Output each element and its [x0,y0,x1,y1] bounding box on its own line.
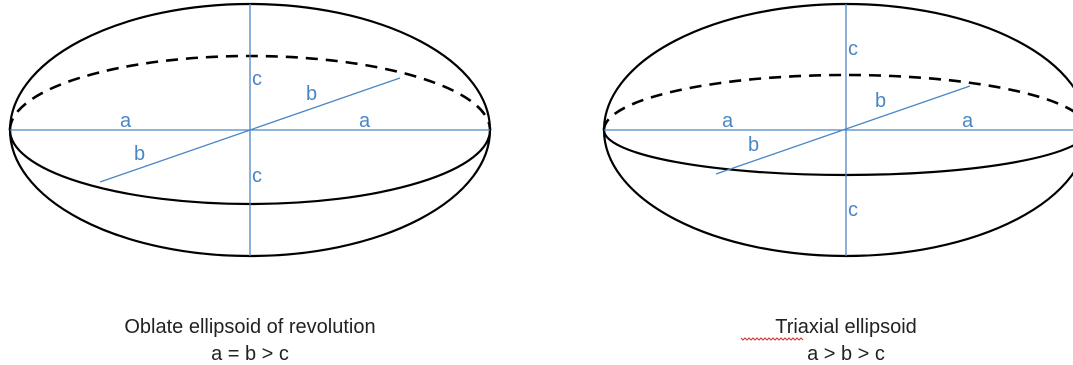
oblate-label-a-left: a [120,110,132,132]
oblate-caption-relation: a = b > c [211,343,289,365]
triaxial-ellipsoid-figure: c c a a b b [602,2,1073,258]
triaxial-label-b-back: b [875,90,886,112]
oblate-label-b-front: b [134,143,145,165]
triaxial-equator-back-dashed [602,73,1073,131]
oblate-label-c-top: c [252,68,262,90]
triaxial-label-a-left: a [722,110,734,132]
triaxial-caption-rest: ellipsoid [839,316,917,338]
triaxial-caption-underlined-word: Triaxial [775,316,839,338]
triaxial-label-b-front: b [748,134,759,156]
oblate-ellipsoid-figure: c c a a b b [8,2,492,258]
triaxial-label-c-bottom: c [848,199,858,221]
triaxial-caption-title: Triaxial ellipsoid [775,316,917,338]
triaxial-equator-front [602,129,1073,177]
oblate-caption-title: Oblate ellipsoid of revolution [124,316,375,338]
oblate-b-axis [99,77,401,183]
triaxial-b-axis [715,85,971,175]
oblate-label-b-back: b [306,83,317,105]
triaxial-label-c-top: c [848,38,858,60]
triaxial-caption-relation: a > b > c [807,343,885,365]
spellcheck-underline [740,337,804,341]
triaxial-label-a-right: a [962,110,974,132]
oblate-label-c-bottom: c [252,165,262,187]
oblate-label-a-right: a [359,110,371,132]
